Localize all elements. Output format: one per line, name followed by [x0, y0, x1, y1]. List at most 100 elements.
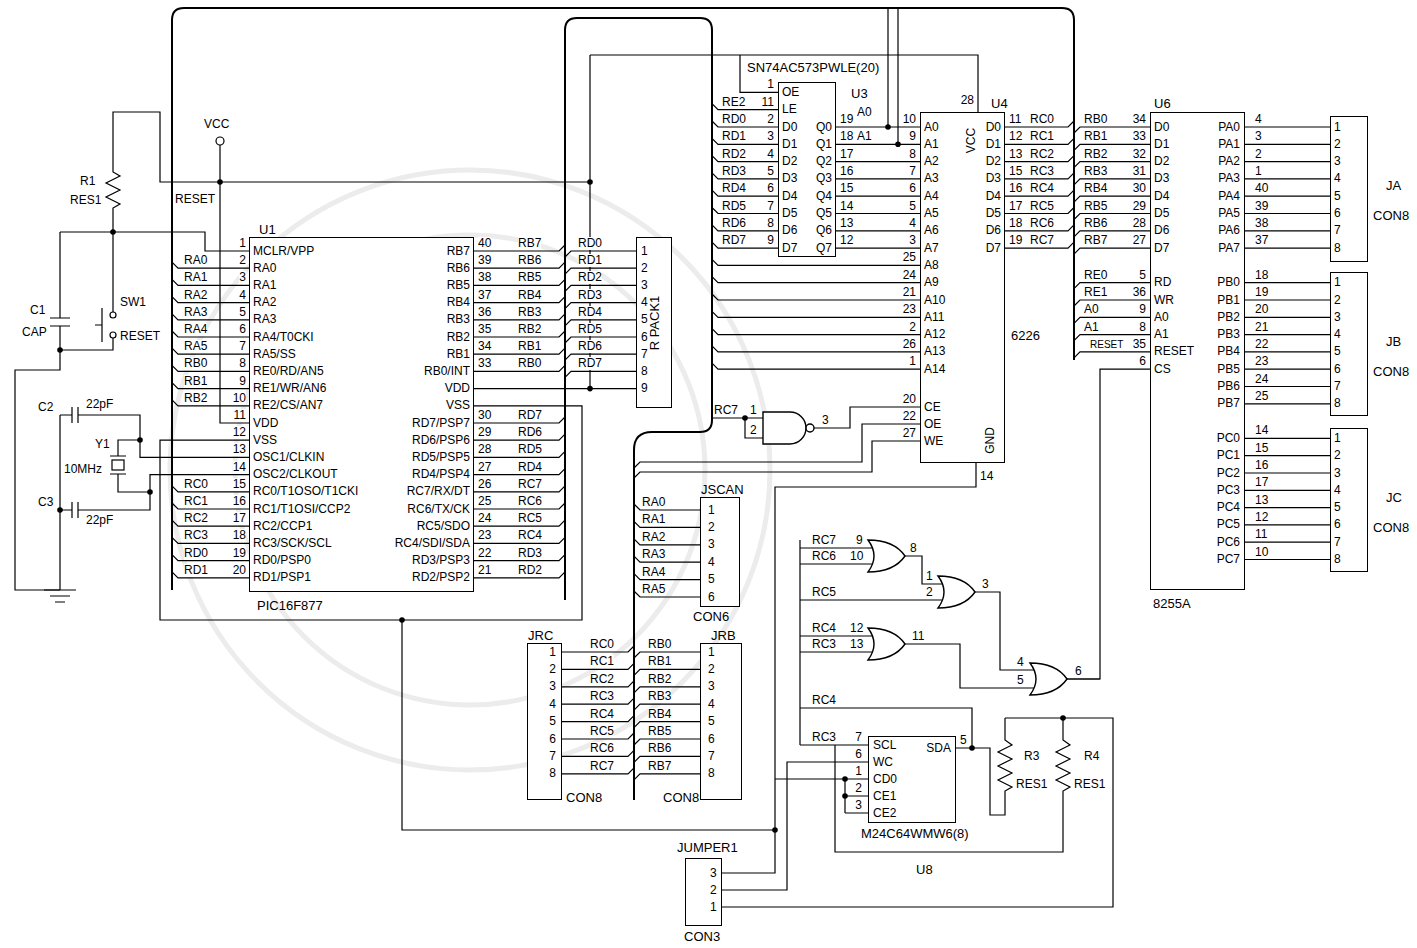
- schematic-label: A1: [1084, 321, 1099, 334]
- schematic-label: 21: [1255, 321, 1268, 334]
- schematic-label: RC6: [812, 550, 836, 563]
- resistor-symbol: [106, 165, 120, 215]
- schematic-label: RA2: [184, 289, 207, 302]
- schematic-label: 9: [1139, 303, 1146, 316]
- schematic-label: D7: [1154, 242, 1169, 255]
- schematic-label: 21: [903, 286, 916, 299]
- schematic-label: RESET: [1090, 338, 1123, 351]
- schematic-label: 11: [762, 96, 774, 109]
- wire: [118, 440, 249, 492]
- schematic-label: RA1: [253, 279, 276, 292]
- signal-wire: [1245, 334, 1330, 335]
- schematic-label: 21: [478, 564, 491, 577]
- schematic-label: 3: [549, 680, 556, 693]
- schematic-label: Q1: [816, 138, 832, 151]
- schematic-label: 3: [641, 279, 648, 292]
- schematic-label: D0: [986, 121, 1001, 134]
- wire: [634, 652, 700, 780]
- junction-dot: [587, 386, 593, 392]
- schematic-label: RB4: [1084, 182, 1107, 195]
- schematic-label: 17: [840, 148, 853, 161]
- schematic-label: 12: [850, 622, 863, 635]
- schematic-label: A6: [924, 224, 939, 237]
- schematic-label: CE1: [873, 790, 896, 803]
- schematic-label: VCC: [966, 127, 979, 152]
- schematic-label: RB3: [447, 313, 470, 326]
- schematic-label: 1: [855, 765, 862, 778]
- schematic-label: 13: [233, 443, 246, 456]
- signal-wire: [836, 144, 920, 145]
- schematic-label: 5: [1334, 190, 1341, 203]
- signal-wire: [1245, 490, 1330, 491]
- part-name: U8: [916, 863, 933, 877]
- schematic-label: 28: [1133, 217, 1146, 230]
- schematic-label: RD3: [578, 289, 602, 302]
- schematic-label: R4: [1084, 750, 1099, 763]
- connector-box: JRBCON8: [700, 643, 742, 800]
- schematic-label: PC3: [1217, 484, 1240, 497]
- schematic-label: D2: [1154, 155, 1169, 168]
- schematic-label: 33: [478, 357, 491, 370]
- schematic-label: RD3/PSP3: [412, 554, 470, 567]
- schematic-label: PB5: [1217, 363, 1240, 376]
- wire: [722, 718, 1113, 907]
- schematic-label: RC1: [590, 655, 614, 668]
- schematic-label: 13: [1255, 494, 1268, 507]
- schematic-label: Q0: [816, 121, 832, 134]
- junction-dot: [1060, 715, 1066, 721]
- signal-wire: [1245, 542, 1330, 543]
- signal-wire: [1245, 126, 1330, 127]
- schematic-label: PB0: [1217, 276, 1240, 289]
- schematic-label: 29: [478, 426, 491, 439]
- junction-dot: [137, 437, 143, 443]
- schematic-label: A10: [924, 294, 945, 307]
- schematic-label: 2: [1255, 148, 1262, 161]
- schematic-label: 8: [1139, 321, 1146, 334]
- schematic-label: 2: [750, 424, 757, 437]
- schematic-label: 15: [1255, 442, 1268, 455]
- signal-wire: [1245, 386, 1330, 387]
- schematic-label: Q7: [816, 242, 832, 255]
- schematic-label: 1: [549, 646, 556, 659]
- schematic-label: 8: [708, 767, 715, 780]
- part-designator: U1: [259, 223, 276, 237]
- schematic-label: RB2: [447, 331, 470, 344]
- schematic-label: 2: [767, 113, 774, 126]
- schematic-label: Q5: [816, 207, 832, 220]
- schematic-label: RC3: [812, 731, 836, 744]
- schematic-label: 6: [855, 748, 862, 761]
- schematic-label: 2: [708, 663, 715, 676]
- schematic-label: 11: [1255, 528, 1267, 541]
- schematic-label: OSC1/CLKIN: [253, 451, 324, 464]
- schematic-label: 35: [1133, 338, 1146, 351]
- schematic-label: RA3: [184, 306, 207, 319]
- schematic-label: RD6: [578, 340, 602, 353]
- schematic-label: 11: [912, 630, 924, 643]
- schematic-label: RB0: [648, 638, 671, 651]
- schematic-label: 14: [233, 461, 246, 474]
- schematic-label: PB7: [1217, 397, 1240, 410]
- schematic-label: PA7: [1218, 242, 1240, 255]
- schematic-label: RD4/PSP4: [412, 468, 470, 481]
- schematic-label: RC4: [518, 529, 542, 542]
- schematic-label: VSS: [253, 434, 277, 447]
- schematic-label: 16: [840, 165, 853, 178]
- schematic-label: RD5: [518, 443, 542, 456]
- schematic-label: 7: [1334, 536, 1341, 549]
- schematic-label: RC0: [590, 638, 614, 651]
- schematic-label: 10: [903, 113, 916, 126]
- schematic-label: 14: [1255, 424, 1268, 437]
- signal-wire: [1245, 403, 1330, 404]
- schematic-label: RA4: [642, 566, 665, 579]
- wire: [172, 262, 249, 578]
- schematic-label: OSC2/CLKOUT: [253, 468, 338, 481]
- signal-wire: [1245, 161, 1330, 162]
- schematic-label: 26: [903, 338, 916, 351]
- schematic-label: 8: [1334, 242, 1341, 255]
- schematic-label: PA5: [1218, 207, 1240, 220]
- resistor-symbol: [1056, 718, 1070, 805]
- schematic-label: D2: [782, 155, 797, 168]
- schematic-label: 5: [549, 715, 556, 728]
- wire: [1067, 127, 1150, 679]
- schematic-label: RB4: [518, 289, 541, 302]
